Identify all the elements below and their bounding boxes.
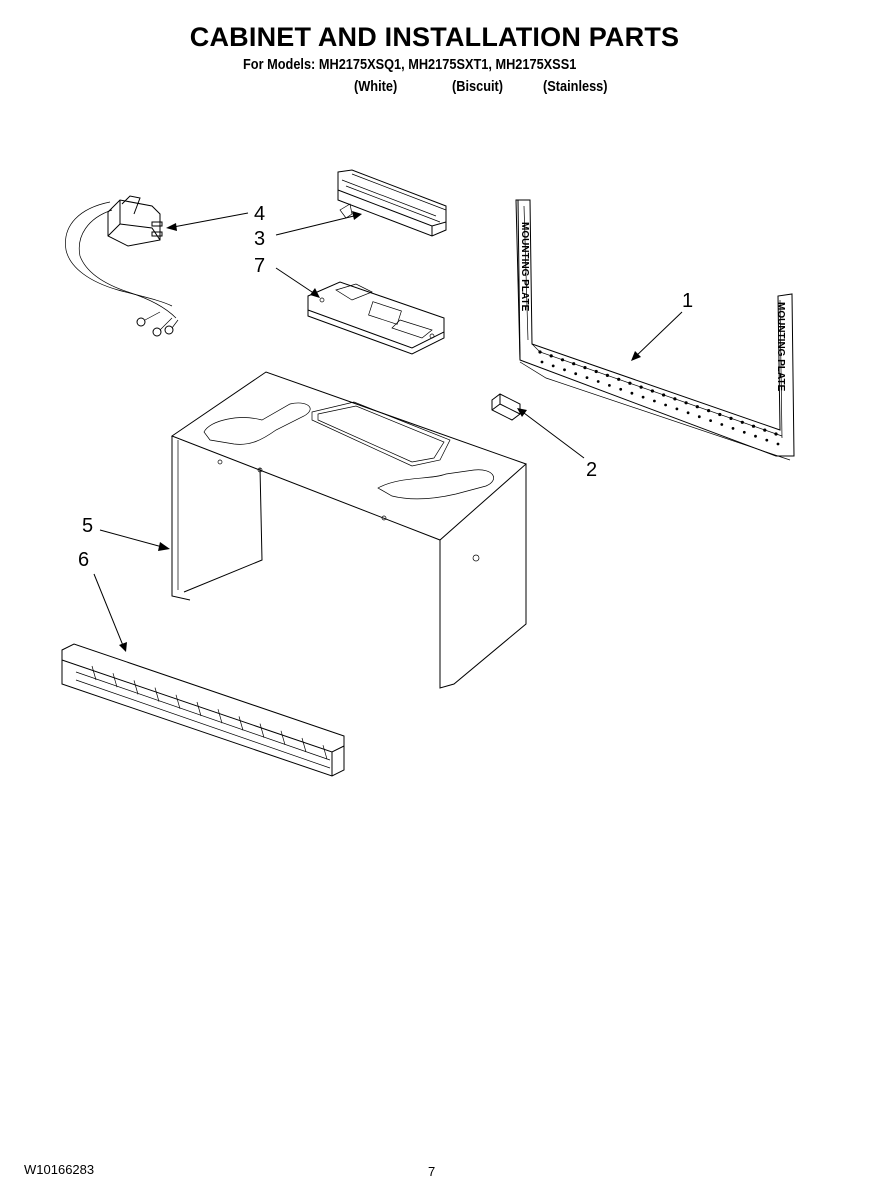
plate-hole [707,409,711,413]
callout-2: 2 [586,459,597,481]
mounting-plate-label-right: MOUNTING PLATE [775,302,786,392]
plate-hole [673,397,677,401]
plate-hole [763,428,767,432]
models-line: For Models: MH2175XSQ1, MH2175SXT1, MH21… [243,57,577,73]
leader-4 [167,212,249,229]
plate-hole [583,366,587,370]
plate-hole [619,387,623,391]
arrow-3 [352,211,362,220]
plate-hole [697,415,701,419]
plate-hole [574,372,578,376]
mounting-plate-part: MOUNTING PLATE MOUNTING PLATE [515,199,795,461]
plate-hole [729,416,733,420]
vent-grille-part [337,169,447,237]
power-cord-part [65,195,179,337]
trim-ribs [91,665,328,760]
plate-holes [538,350,780,446]
page-number: 7 [428,1164,436,1179]
callout-1: 1 [682,290,693,312]
plate-hole [776,442,780,446]
plate-hole [628,381,632,385]
plate-hole [653,399,656,403]
plate-hole [751,424,756,428]
page-title: CABINET AND INSTALLATION PARTS [189,22,680,52]
trim-rib [322,745,328,760]
callout-3: 3 [254,228,265,250]
plate-hole [594,369,598,374]
plate-hole [709,419,712,422]
arrow-6 [119,642,127,652]
plate-hole [538,350,542,354]
plate-hole [639,385,643,389]
plate-hole [754,434,757,438]
plate-hole [765,438,769,442]
leader-5 [99,529,167,549]
trim-rib [196,701,202,717]
trim-rib [238,716,244,731]
trim-rib [259,723,265,738]
plate-hole [686,411,690,415]
arrow-2 [517,408,527,417]
plate-hole [731,427,735,430]
callout-4: 4 [254,203,265,225]
variant-stainless: (Stainless) [543,79,608,95]
callout-7: 7 [254,255,265,277]
plate-hole [585,376,589,379]
plate-hole [572,362,576,366]
plate-hole [641,395,645,399]
trim-rib [91,665,97,681]
clip-part [491,393,521,421]
arrow-5 [158,542,170,551]
cabinet-wrapper-part [170,371,527,689]
trim-rib [280,730,286,745]
plate-hole [540,360,544,364]
leader-1 [633,311,683,359]
trim-rib [217,709,223,724]
front-trim-part [61,643,345,777]
plate-hole [720,423,724,426]
plate-hole [664,403,667,407]
trim-rib [301,737,307,753]
plate-hole [650,389,655,393]
plate-hole [596,380,600,383]
bracket-plate-part [307,281,445,355]
mounting-plate-label-left: MOUNTING PLATE [519,222,530,312]
callout-6: 6 [78,549,89,571]
trim-rib [154,687,160,702]
arrow-1 [631,351,641,361]
plate-hole [630,391,634,395]
plate-hole [675,407,679,411]
plate-hole [742,430,746,434]
plate-hole [605,373,610,377]
plate-hole [608,384,611,387]
plate-hole [662,393,666,397]
plate-hole [774,432,778,436]
plate-hole [551,364,555,368]
plate-hole [560,358,565,362]
leader-7 [275,267,319,297]
plate-hole [740,420,744,424]
variant-white: (White) [354,79,398,95]
leader-3 [275,214,359,236]
callout-5: 5 [82,515,93,537]
leader-2 [519,409,585,459]
arrow-4 [166,223,177,231]
plate-hole [549,354,553,358]
plate-hole [695,405,699,409]
plate-hole [563,368,566,372]
plate-hole [684,401,688,405]
leader-6 [93,573,125,649]
trim-rib [175,694,181,709]
plate-hole [617,377,621,381]
plate-hole [718,412,722,417]
variant-biscuit: (Biscuit) [452,79,504,95]
arrow-7 [310,288,320,298]
trim-rib [133,680,139,695]
document-number: W10166283 [24,1162,95,1177]
callout-leaders [93,211,683,652]
trim-rib [112,673,118,688]
